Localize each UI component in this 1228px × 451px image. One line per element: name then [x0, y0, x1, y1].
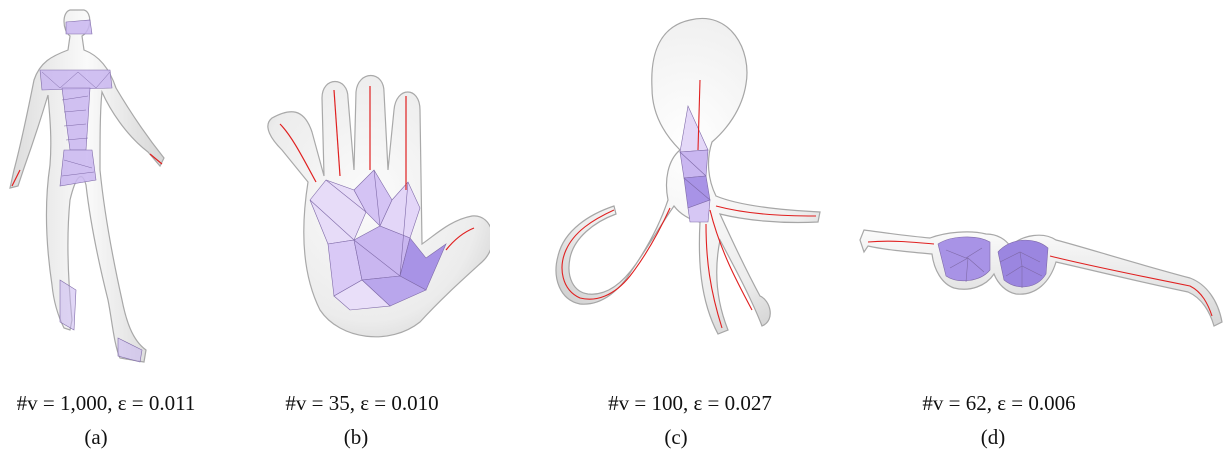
panel-c: #v = 100, ε = 0.027 (c): [540, 0, 840, 451]
panel-stats-caption: #v = 62, ε = 0.006: [810, 391, 1188, 415]
panel-stats-caption: #v = 35, ε = 0.010: [242, 391, 482, 415]
panel-stats-caption: #v = 1,000, ε = 0.011: [6, 391, 206, 415]
panel-label: (c): [526, 425, 826, 449]
panel-label: (d): [804, 425, 1182, 449]
panel-label: (a): [0, 425, 196, 449]
panel-d: #v = 62, ε = 0.006 (d): [850, 0, 1228, 451]
panel-a: #v = 1,000, ε = 0.011 (a): [0, 0, 200, 451]
hand-render: [250, 0, 490, 380]
eyeglasses-render: [850, 0, 1228, 380]
human-figure-render: [0, 0, 200, 380]
octopus-render: [540, 0, 840, 380]
panel-label: (b): [236, 425, 476, 449]
panel-b: #v = 35, ε = 0.010 (b): [250, 0, 490, 451]
panel-stats-caption: #v = 100, ε = 0.027: [540, 391, 840, 415]
